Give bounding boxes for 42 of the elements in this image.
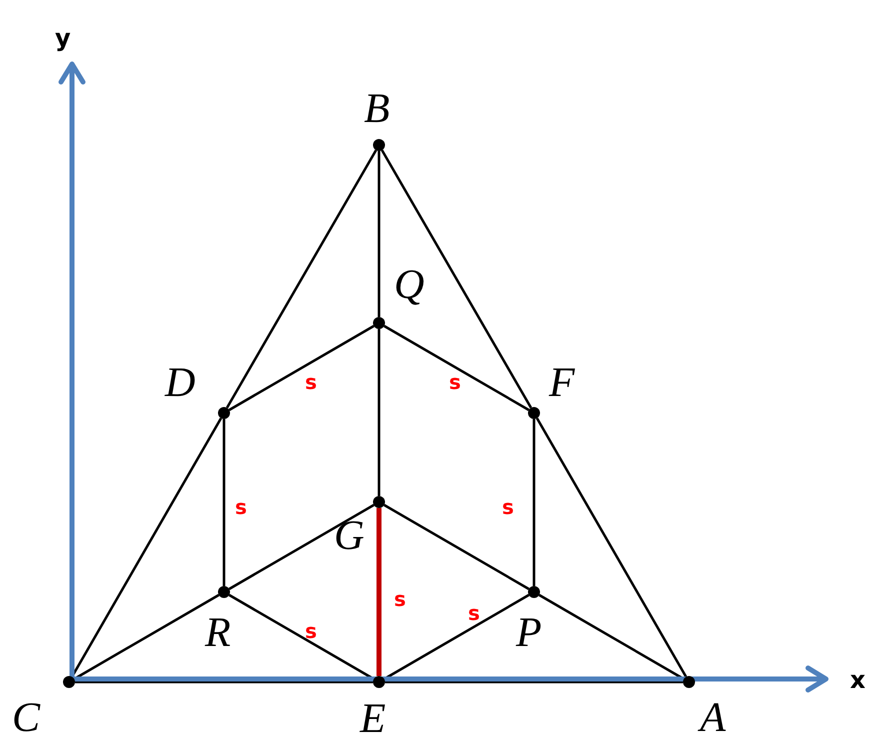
line-segment xyxy=(75,680,373,684)
line-segment xyxy=(228,504,374,590)
point-dot xyxy=(683,676,695,688)
line-segment xyxy=(376,508,382,676)
axis-label: y xyxy=(55,26,71,50)
point-label: D xyxy=(165,362,196,404)
edge-label: s xyxy=(468,603,480,623)
point-label: C xyxy=(12,697,40,739)
point-dot xyxy=(373,139,385,151)
point-dot xyxy=(528,407,540,419)
point-label: A xyxy=(700,697,726,739)
edge-label: s xyxy=(502,497,514,517)
line-segment xyxy=(385,680,683,684)
point-dot xyxy=(373,317,385,329)
line-segment xyxy=(378,329,380,496)
line-segment xyxy=(384,324,530,412)
line-segment xyxy=(532,419,536,586)
edge-label: s xyxy=(305,621,317,641)
point-label: E xyxy=(360,698,386,740)
point-dot xyxy=(528,586,540,598)
point-label: R xyxy=(205,612,231,654)
line-segment xyxy=(378,151,380,317)
point-label: G xyxy=(334,515,364,557)
axis-label: x xyxy=(850,668,866,692)
edge-label: s xyxy=(235,497,247,517)
edge-label: s xyxy=(305,372,317,392)
edge-label: s xyxy=(449,372,461,392)
point-dot xyxy=(373,496,385,508)
line-segment xyxy=(226,150,378,408)
line-segment xyxy=(228,324,374,412)
point-label: P xyxy=(516,612,542,654)
point-label: F xyxy=(549,362,575,404)
line-segment xyxy=(222,419,226,586)
point-dot xyxy=(373,676,385,688)
point-dot xyxy=(218,586,230,598)
line-segment xyxy=(536,418,688,678)
point-dot xyxy=(218,407,230,419)
point-label: Q xyxy=(394,264,424,306)
point-dot xyxy=(63,676,75,688)
point-label: B xyxy=(364,88,390,130)
line-segment xyxy=(380,150,532,408)
edge-label: s xyxy=(394,589,406,609)
